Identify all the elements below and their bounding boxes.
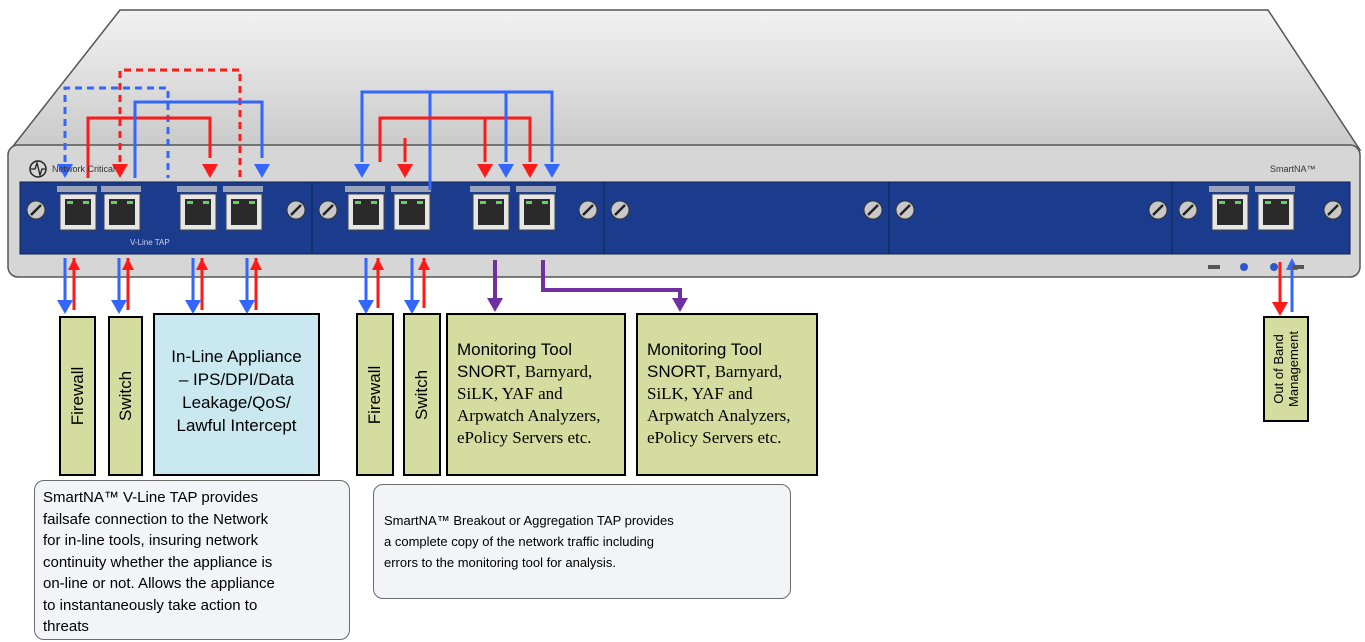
arrow-icon bbox=[185, 300, 201, 314]
dashed-blue-link bbox=[63, 86, 170, 178]
screw-icon bbox=[26, 200, 46, 220]
arrow-icon bbox=[57, 164, 73, 178]
purple-link bbox=[541, 260, 682, 300]
arrow-icon bbox=[196, 258, 208, 270]
breakout-callout: SmartNA™ Breakout or Aggregation TAP pro… bbox=[373, 484, 791, 599]
dashed-red-link bbox=[118, 68, 242, 178]
module-blank-2 bbox=[888, 181, 1173, 255]
arrow-icon bbox=[358, 300, 374, 314]
blue-link bbox=[133, 100, 264, 178]
vline-label: V-Line TAP bbox=[130, 238, 170, 247]
monitoring-body-1: SiLK, YAF and Arpwatch Analyzers, ePolic… bbox=[457, 384, 601, 447]
arrow-icon bbox=[111, 300, 127, 314]
screw-icon bbox=[895, 200, 915, 220]
screw-icon bbox=[286, 200, 306, 220]
rj45-port-icon bbox=[57, 186, 97, 231]
monitoring-body-2: SiLK, YAF and Arpwatch Analyzers, ePolic… bbox=[647, 384, 791, 447]
arrow-icon bbox=[397, 164, 413, 178]
monitoring-title-2: Monitoring Tool bbox=[647, 340, 762, 359]
vline-callout: SmartNA™ V-Line TAP provides failsafe co… bbox=[34, 480, 350, 640]
arrow-icon bbox=[404, 300, 420, 314]
oob-management-box: Out of Band Management bbox=[1263, 316, 1309, 422]
arrow-icon bbox=[202, 164, 218, 178]
screw-icon bbox=[863, 200, 883, 220]
arrow-icon bbox=[250, 258, 262, 270]
arrow-icon bbox=[254, 164, 270, 178]
led-icon bbox=[1208, 265, 1220, 269]
module-blank-1 bbox=[603, 181, 890, 255]
chassis-top bbox=[8, 9, 1362, 151]
led-icon bbox=[1240, 263, 1248, 271]
monitoring-line2-1: , Barnyard, bbox=[516, 362, 593, 381]
arrow-icon bbox=[112, 164, 128, 178]
switch-box-2: Switch bbox=[403, 313, 441, 476]
screw-icon bbox=[610, 200, 630, 220]
model-label: SmartNA™ bbox=[1270, 164, 1316, 174]
arrow-icon bbox=[498, 164, 514, 178]
rj45-port-icon bbox=[345, 186, 385, 231]
arrow-icon bbox=[544, 164, 560, 178]
rj45-port-icon bbox=[516, 186, 556, 231]
monitoring-line2-2: , Barnyard, bbox=[706, 362, 783, 381]
switch-box-1: Switch bbox=[108, 316, 143, 476]
oob-management-label: Out of Band Management bbox=[1271, 331, 1301, 407]
rj45-port-icon bbox=[470, 186, 510, 231]
rj45-port-icon bbox=[101, 186, 141, 231]
arrow-icon bbox=[354, 164, 370, 178]
switch-label-1: Switch bbox=[115, 370, 135, 422]
rj45-port-icon bbox=[1255, 186, 1295, 231]
rj45-port-icon bbox=[1209, 186, 1249, 231]
arrow-icon bbox=[122, 258, 134, 270]
inline-appliance-box: In-Line Appliance – IPS/DPI/Data Leakage… bbox=[153, 313, 320, 476]
rj45-port-icon bbox=[177, 186, 217, 231]
monitoring-title-1: Monitoring Tool bbox=[457, 340, 572, 359]
inline-appliance-label: In-Line Appliance – IPS/DPI/Data Leakage… bbox=[171, 347, 302, 435]
firewall-label-2: Firewall bbox=[365, 365, 384, 424]
firewall-box-1: Firewall bbox=[59, 316, 96, 476]
arrow-icon bbox=[672, 298, 688, 312]
monitoring-tool-box-1: Monitoring Tool SNORT, Barnyard, SiLK, Y… bbox=[446, 313, 626, 476]
monitoring-snort-2: SNORT bbox=[647, 362, 707, 381]
red-link bbox=[378, 116, 532, 162]
rj45-port-icon bbox=[391, 186, 431, 231]
faceplate bbox=[19, 181, 1351, 255]
monitoring-snort-1: SNORT bbox=[457, 362, 517, 381]
breakout-callout-text: SmartNA™ Breakout or Aggregation TAP pro… bbox=[384, 513, 674, 570]
screw-icon bbox=[578, 200, 598, 220]
switch-label-2: Switch bbox=[412, 369, 431, 420]
monitoring-tool-box-2: Monitoring Tool SNORT, Barnyard, SiLK, Y… bbox=[636, 313, 818, 476]
arrow-icon bbox=[418, 258, 430, 270]
arrow-icon bbox=[477, 164, 493, 178]
network-critical-logo-icon bbox=[29, 160, 47, 178]
arrow-icon bbox=[372, 258, 384, 270]
firewall-box-2: Firewall bbox=[356, 313, 394, 476]
screw-icon bbox=[1148, 200, 1168, 220]
arrow-icon bbox=[68, 258, 80, 270]
red-link bbox=[86, 116, 212, 178]
blue-link bbox=[430, 90, 554, 162]
firewall-label-1: Firewall bbox=[67, 366, 87, 426]
led-icon bbox=[1270, 263, 1278, 271]
arrow-icon bbox=[1272, 302, 1288, 316]
blue-link bbox=[360, 90, 432, 190]
screw-icon bbox=[1178, 200, 1198, 220]
status-leds bbox=[1208, 263, 1304, 271]
vendor-label: Network Critical bbox=[52, 164, 116, 174]
arrow-icon bbox=[487, 298, 503, 312]
led-icon bbox=[1292, 265, 1304, 269]
rj45-port-icon bbox=[223, 186, 263, 231]
screw-icon bbox=[318, 200, 338, 220]
screw-icon bbox=[1323, 200, 1343, 220]
vline-callout-text: SmartNA™ V-Line TAP provides failsafe co… bbox=[43, 489, 275, 635]
arrow-icon bbox=[57, 300, 73, 314]
arrow-icon bbox=[239, 300, 255, 314]
arrow-icon bbox=[522, 164, 538, 178]
